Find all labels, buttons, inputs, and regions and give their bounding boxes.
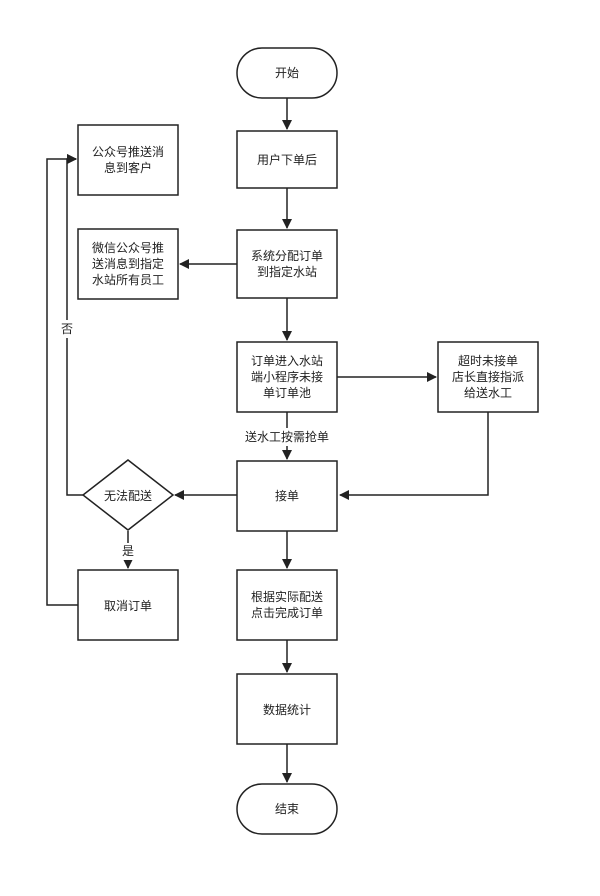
wechat-staff-push-label-line-1: 微信公众号推 xyxy=(92,241,164,255)
wechat-staff-push-node: 微信公众号推 送消息到指定 水站所有员工 xyxy=(77,228,179,300)
cannot-deliver-decision-node: 无法配送 xyxy=(81,459,175,531)
timeout-assign-node: 超时未接单 店长直接指派 给送水工 xyxy=(437,341,539,413)
complete-order-label-line-2: 点击完成订单 xyxy=(251,605,323,620)
complete-order-node: 根据实际配送 点击完成订单 xyxy=(236,569,338,641)
edge-label-grab: 送水工按需抢单 xyxy=(245,429,329,444)
edge-label-yes-background xyxy=(120,543,136,560)
order-pool-label-line-3: 单订单池 xyxy=(263,386,311,400)
data-statistics-node: 数据统计 xyxy=(236,673,338,745)
data-statistics-label: 数据统计 xyxy=(263,702,311,717)
assign-order-node: 系统分配订单 到指定水站 xyxy=(236,229,338,299)
wechat-staff-push-label-line-2: 送消息到指定 xyxy=(92,256,164,271)
cancel-order-label: 取消订单 xyxy=(104,599,152,613)
wechat-staff-push-label-line-3: 水站所有员工 xyxy=(92,273,164,287)
push-customer-node: 公众号推送消 息到客户 xyxy=(77,124,179,196)
cancel-order-node: 取消订单 xyxy=(77,569,179,641)
start-node: 开始 xyxy=(236,47,338,99)
accept-order-label: 接单 xyxy=(275,488,299,503)
timeout-assign-label-line-2: 店长直接指派 xyxy=(452,369,524,384)
edge-label-grab-background xyxy=(238,428,336,446)
user-order-label: 用户下单后 xyxy=(257,152,317,167)
push-customer-label-line-2: 息到客户 xyxy=(104,160,152,175)
end-label: 结束 xyxy=(275,802,299,816)
accept-order-node: 接单 xyxy=(236,460,338,532)
edge-label-yes: 是 xyxy=(122,544,134,558)
edge-label-no: 否 xyxy=(61,322,73,336)
order-pool-label-line-1: 订单进入水站 xyxy=(251,354,323,368)
end-node: 结束 xyxy=(236,783,338,835)
cannot-deliver-label: 无法配送 xyxy=(104,488,152,503)
push-customer-label-line-1: 公众号推送消 xyxy=(92,144,164,159)
complete-order-label-line-1: 根据实际配送 xyxy=(251,589,323,604)
edge-cancel-to-push-customer xyxy=(46,154,78,606)
order-pool-label-line-2: 端小程序未接 xyxy=(251,369,323,384)
timeout-assign-label-line-3: 给送水工 xyxy=(464,385,512,400)
start-label: 开始 xyxy=(275,66,299,80)
order-pool-node: 订单进入水站 端小程序未接 单订单池 xyxy=(236,341,338,413)
timeout-assign-label-line-1: 超时未接单 xyxy=(458,353,518,368)
edge-timeout-to-accept xyxy=(339,412,489,500)
edge-label-no-background xyxy=(59,320,75,338)
user-order-node: 用户下单后 xyxy=(236,130,338,189)
assign-order-label-line-1: 系统分配订单 xyxy=(251,249,323,263)
assign-order-label-line-2: 到指定水站 xyxy=(257,264,317,279)
